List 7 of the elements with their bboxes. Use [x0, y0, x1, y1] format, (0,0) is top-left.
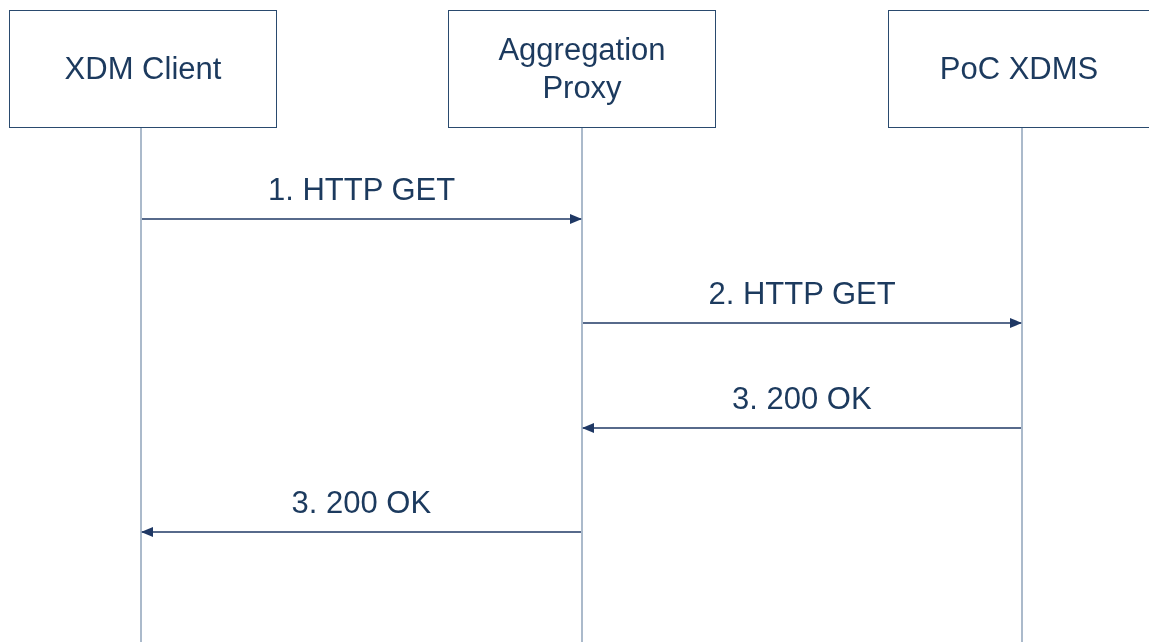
- message-arrow: [582, 423, 1022, 433]
- message-arrow: [141, 527, 582, 537]
- message-arrow: [141, 214, 582, 224]
- participant-box: PoC XDMS: [888, 10, 1149, 128]
- message-arrow: [582, 318, 1022, 328]
- participant-box: XDM Client: [9, 10, 277, 128]
- participant-box: Aggregation Proxy: [448, 10, 716, 128]
